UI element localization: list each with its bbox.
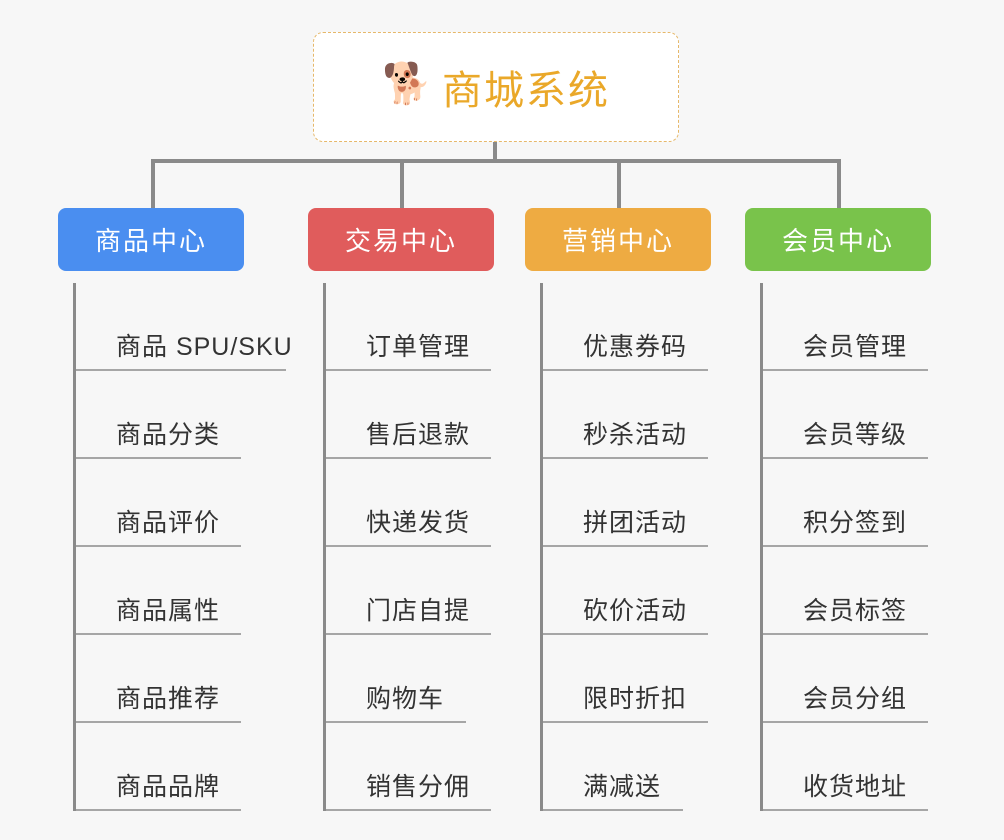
leaf-item[interactable]: 会员等级 <box>763 371 931 459</box>
leaf-underline <box>76 721 241 723</box>
leaf-item[interactable]: 销售分佣 <box>326 723 494 811</box>
leaf-item[interactable]: 售后退款 <box>326 371 494 459</box>
leaf-label: 拼团活动 <box>583 509 688 537</box>
leaf-underline <box>763 545 928 547</box>
leaf-item[interactable]: 会员标签 <box>763 547 931 635</box>
leaf-label: 限时折扣 <box>583 685 688 713</box>
leaf-item[interactable]: 购物车 <box>326 635 494 723</box>
leaf-item[interactable]: 收货地址 <box>763 723 931 811</box>
leaf-label: 秒杀活动 <box>583 421 688 449</box>
leaf-item[interactable]: 商品分类 <box>76 371 244 459</box>
leaf-list-product-center: 商品 SPU/SKU 商品分类 商品评价 商品属性 商品推荐 商品品牌 <box>73 283 292 811</box>
leaf-underline <box>326 809 491 811</box>
leaf-label: 会员管理 <box>803 333 908 361</box>
leaf-item[interactable]: 商品属性 <box>76 547 244 635</box>
leaf-item[interactable]: 订单管理 <box>326 283 494 371</box>
leaf-item[interactable]: 会员管理 <box>763 283 931 371</box>
leaf-item[interactable]: 秒杀活动 <box>543 371 711 459</box>
leaf-underline <box>76 809 241 811</box>
leaf-label: 会员等级 <box>803 421 908 449</box>
leaf-underline <box>543 457 708 459</box>
leaf-item[interactable]: 砍价活动 <box>543 547 711 635</box>
leaf-list-member-center: 会员管理 会员等级 积分签到 会员标签 会员分组 收货地址 <box>760 283 931 811</box>
leaf-label: 优惠券码 <box>583 333 688 361</box>
branch-header-label: 交易中心 <box>344 226 457 256</box>
connector-bus-bar <box>151 159 841 163</box>
leaf-label: 会员标签 <box>803 597 908 625</box>
leaf-label: 销售分佣 <box>366 773 471 801</box>
connector-drop-trade-center <box>400 159 404 209</box>
leaf-label: 会员分组 <box>803 685 908 713</box>
leaf-item[interactable]: 积分签到 <box>763 459 931 547</box>
leaf-list-marketing-center: 优惠券码 秒杀活动 拼团活动 砍价活动 限时折扣 满减送 <box>540 283 711 811</box>
connector-drop-member-center <box>837 159 841 209</box>
leaf-label: 售后退款 <box>366 421 471 449</box>
root-node[interactable]: 🐕 商城系统 <box>313 32 679 142</box>
leaf-item[interactable]: 商品评价 <box>76 459 244 547</box>
leaf-label: 购物车 <box>366 685 445 713</box>
leaf-underline <box>76 545 241 547</box>
shiba-dog-icon: 🐕 <box>382 62 432 106</box>
leaf-label: 商品推荐 <box>116 685 221 713</box>
branch-product-center: 商品中心 商品 SPU/SKU 商品分类 商品评价 商品属性 商品推荐 <box>58 208 292 827</box>
leaf-label: 收货地址 <box>803 773 908 801</box>
branch-member-center: 会员中心 会员管理 会员等级 积分签到 会员标签 会员分组 <box>745 208 931 827</box>
leaf-label: 满减送 <box>583 773 662 801</box>
leaf-item[interactable]: 限时折扣 <box>543 635 711 723</box>
connector-root-stem <box>493 142 497 162</box>
leaf-underline <box>543 809 683 811</box>
leaf-label: 快递发货 <box>366 509 471 537</box>
leaf-label: 积分签到 <box>803 509 908 537</box>
leaf-label: 商品分类 <box>116 421 221 449</box>
leaf-item[interactable]: 商品 SPU/SKU <box>76 283 292 371</box>
branch-header-product-center[interactable]: 商品中心 <box>58 208 244 271</box>
leaf-item[interactable]: 商品推荐 <box>76 635 244 723</box>
leaf-label: 商品品牌 <box>116 773 221 801</box>
leaf-underline <box>76 633 241 635</box>
branch-marketing-center: 营销中心 优惠券码 秒杀活动 拼团活动 砍价活动 限时折扣 <box>525 208 711 827</box>
leaf-item[interactable]: 优惠券码 <box>543 283 711 371</box>
leaf-item[interactable]: 满减送 <box>543 723 711 811</box>
leaf-label: 商品属性 <box>116 597 221 625</box>
leaf-underline <box>76 457 241 459</box>
leaf-underline <box>76 369 286 371</box>
branch-header-label: 商品中心 <box>94 226 207 256</box>
leaf-item[interactable]: 门店自提 <box>326 547 494 635</box>
leaf-underline <box>543 545 708 547</box>
leaf-underline <box>326 633 491 635</box>
leaf-underline <box>763 809 928 811</box>
branch-header-label: 营销中心 <box>561 226 674 256</box>
leaf-label: 门店自提 <box>366 597 471 625</box>
leaf-underline <box>763 457 928 459</box>
leaf-underline <box>326 721 466 723</box>
leaf-label: 商品 SPU/SKU <box>116 333 293 361</box>
root-node-title: 商城系统 <box>442 69 610 113</box>
leaf-underline <box>543 369 708 371</box>
connector-drop-marketing-center <box>617 159 621 209</box>
branch-trade-center: 交易中心 订单管理 售后退款 快递发货 门店自提 购物车 <box>308 208 494 827</box>
leaf-item[interactable]: 会员分组 <box>763 635 931 723</box>
branch-header-marketing-center[interactable]: 营销中心 <box>525 208 711 271</box>
leaf-underline <box>763 721 928 723</box>
leaf-underline <box>326 545 491 547</box>
leaf-underline <box>326 369 491 371</box>
branch-header-member-center[interactable]: 会员中心 <box>745 208 931 271</box>
leaf-item[interactable]: 拼团活动 <box>543 459 711 547</box>
leaf-item[interactable]: 商品品牌 <box>76 723 244 811</box>
leaf-label: 砍价活动 <box>583 597 688 625</box>
leaf-item[interactable]: 快递发货 <box>326 459 494 547</box>
leaf-label: 商品评价 <box>116 509 221 537</box>
leaf-label: 订单管理 <box>366 333 471 361</box>
branch-header-label: 会员中心 <box>781 226 894 256</box>
leaf-underline <box>543 721 708 723</box>
branch-header-trade-center[interactable]: 交易中心 <box>308 208 494 271</box>
leaf-underline <box>763 369 928 371</box>
leaf-underline <box>326 457 491 459</box>
leaf-underline <box>763 633 928 635</box>
connector-drop-product-center <box>151 159 155 209</box>
leaf-underline <box>543 633 708 635</box>
leaf-list-trade-center: 订单管理 售后退款 快递发货 门店自提 购物车 销售分佣 <box>323 283 494 811</box>
